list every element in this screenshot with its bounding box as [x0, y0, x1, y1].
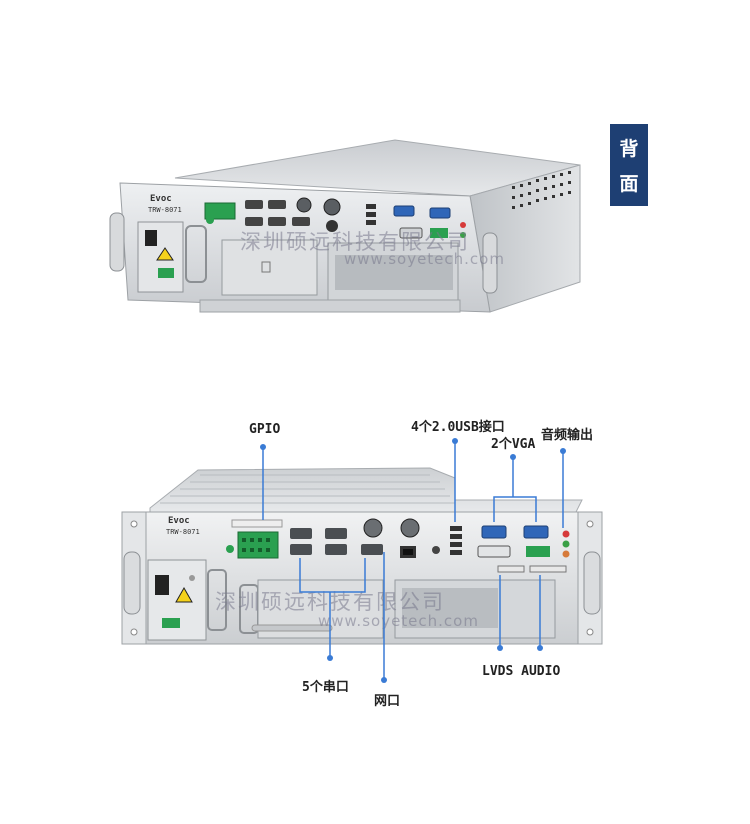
callout-gpio: GPIO: [249, 422, 281, 437]
callout-lan: 网口: [374, 694, 401, 709]
side-tag-line2: 面: [619, 173, 639, 195]
model-label-top: TRW-8071: [148, 206, 182, 214]
side-tag-back: 背 面: [610, 124, 648, 206]
callout-serial: 5个串口: [302, 680, 349, 695]
brand-logo-top: Evoc: [150, 194, 172, 204]
callout-usb: 4个2.0USB接口: [411, 420, 505, 435]
callout-audio-out: 音频输出: [541, 428, 594, 443]
callout-lvds-audio: LVDS AUDIO: [482, 664, 561, 679]
callout-vga: 2个VGA: [491, 437, 536, 452]
model-label-bottom: TRW-8071: [166, 528, 200, 536]
side-tag-line1: 背: [619, 138, 639, 160]
brand-logo-bottom: Evoc: [168, 516, 190, 526]
